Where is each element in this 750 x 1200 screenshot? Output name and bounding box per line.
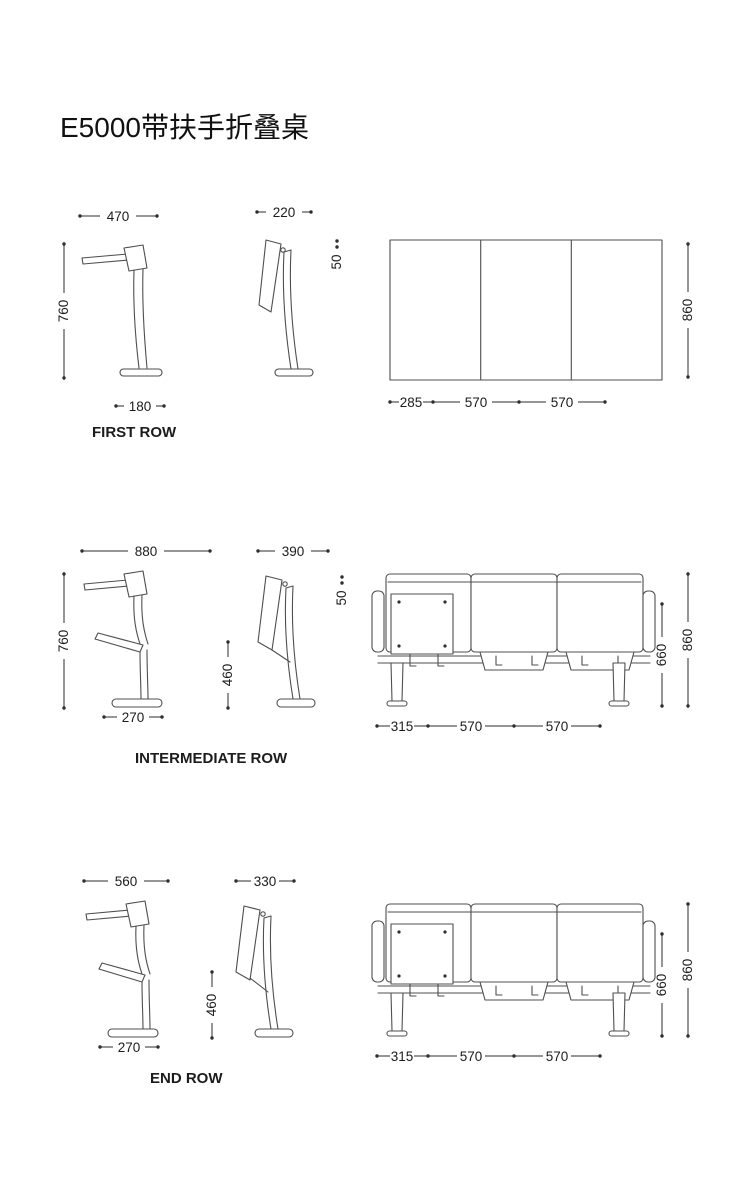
dim-390: 390: [256, 544, 330, 559]
row-label-end: END ROW: [150, 1070, 223, 1087]
dim-180: 180: [114, 399, 166, 414]
intermediate-folded-view: [257, 575, 316, 708]
desk-arm: [83, 579, 130, 591]
seat-pan: [94, 632, 144, 653]
dim-label: 560: [115, 874, 138, 889]
dim-760-intermediate: 760: [56, 572, 71, 710]
desk-bracket: [123, 570, 148, 598]
seat-pan: [98, 962, 146, 983]
intermediate-row-section: 880 760 460 270 390 50 660 860: [56, 544, 695, 767]
dim-label: 570: [546, 1049, 569, 1064]
foot-base: [274, 368, 314, 377]
dim-label: 270: [118, 1040, 141, 1055]
page-title: E5000带扶手折叠桌: [60, 112, 309, 143]
folded-desk-panel: [235, 905, 261, 981]
dim-470: 470: [78, 209, 159, 224]
dim-270-end: 270: [98, 1040, 160, 1055]
pivot: [280, 247, 286, 253]
foot-base: [107, 1028, 159, 1038]
dim-460-end: 460: [204, 970, 219, 1040]
desk-arm: [81, 253, 130, 265]
row-label-intermediate: INTERMEDIATE ROW: [135, 750, 288, 767]
dim-label: 460: [204, 994, 219, 1017]
pivot: [282, 581, 288, 587]
first-row-folded-view: [258, 239, 314, 377]
dim-label: 220: [273, 205, 296, 220]
end-folded-view: [235, 905, 294, 1038]
first-row-side-view: [81, 244, 163, 377]
seat-pan-edge: [271, 649, 291, 663]
dim-label-660: 660: [654, 644, 669, 667]
dim-label-860: 860: [680, 959, 695, 982]
dim-460-intermediate: 460: [220, 640, 235, 710]
dim-760-first: 760: [56, 242, 71, 380]
intermediate-side-view: [83, 570, 163, 708]
row-label-first: FIRST ROW: [92, 424, 177, 441]
dim-label: 180: [129, 399, 152, 414]
dim-label: 50: [334, 590, 349, 605]
pivot: [260, 911, 266, 917]
dim-560: 560: [82, 874, 170, 889]
dim-50-first: 50: [329, 239, 344, 270]
dim-label: 470: [107, 209, 130, 224]
dim-label: 880: [135, 544, 158, 559]
dim-label: 315: [391, 719, 414, 734]
dim-label: 390: [282, 544, 305, 559]
dim-label: 285: [400, 395, 423, 410]
end-side-view: [85, 900, 159, 1038]
table-top: [389, 239, 663, 381]
foot-base: [276, 698, 316, 708]
foot-base: [119, 368, 163, 377]
foot-base: [254, 1028, 294, 1038]
folded-desk-panel: [257, 575, 283, 651]
dim-label: 50: [329, 254, 344, 269]
dim-860-first: 860: [680, 242, 695, 379]
foot-base: [111, 698, 163, 708]
dim-label: 570: [465, 395, 488, 410]
desk-arm: [85, 909, 132, 921]
bench-front-view: [371, 573, 656, 707]
dim-label-860: 860: [680, 629, 695, 652]
dim-label: 330: [254, 874, 277, 889]
dim-label: 760: [56, 630, 71, 653]
end-row-section: 560 460 270 330 660 860 315 570 570 END …: [82, 874, 695, 1087]
bench-front-view: [371, 903, 656, 1037]
dim-label: 460: [220, 664, 235, 687]
dim-330: 330: [234, 874, 296, 889]
dim-label: 570: [551, 395, 574, 410]
dim-label: 315: [391, 1049, 414, 1064]
first-row-section: 470 760 180 220 50 860: [56, 205, 695, 441]
dim-label: 570: [460, 1049, 483, 1064]
dim-label: 760: [56, 300, 71, 323]
dim-880: 880: [80, 544, 212, 559]
dim-label-660: 660: [654, 974, 669, 997]
dim-220: 220: [255, 205, 313, 220]
dim-label: 860: [680, 299, 695, 322]
desk-bracket: [125, 900, 150, 928]
desk-bracket: [123, 244, 148, 272]
dim-label: 570: [546, 719, 569, 734]
dim-270-intermediate: 270: [102, 710, 164, 725]
table-dividers: [480, 239, 572, 381]
dim-bottom-first: 285 570 570: [388, 395, 607, 410]
dim-label: 570: [460, 719, 483, 734]
folded-desk-panel: [258, 239, 282, 313]
first-row-table-front-view: [389, 239, 663, 381]
seat-pan-edge: [249, 977, 269, 993]
dim-50-intermediate: 50: [334, 575, 349, 606]
dim-label: 270: [122, 710, 145, 725]
